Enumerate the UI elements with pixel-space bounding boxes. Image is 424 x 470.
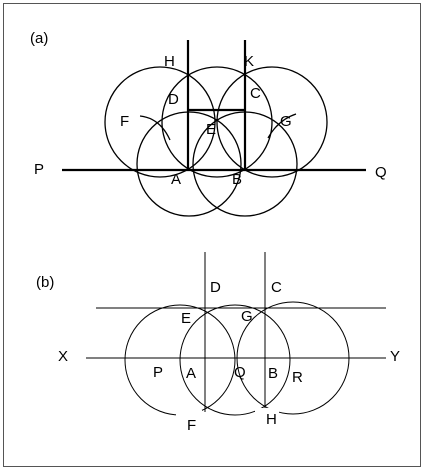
label-a-d: D — [168, 91, 179, 108]
label-a-b: B — [232, 171, 242, 188]
label-a-e: E — [206, 121, 216, 138]
caption-b: (b) — [36, 274, 54, 291]
gap-h — [255, 408, 279, 416]
figure-b-labels: (b) D C E G X Y P A Q B R F H — [36, 274, 400, 434]
label-b-y: Y — [390, 348, 400, 365]
arc-f — [139, 115, 171, 141]
figure-a — [62, 40, 366, 217]
circle-e — [161, 66, 273, 178]
label-b-x: X — [58, 348, 68, 365]
label-a-c: C — [250, 85, 261, 102]
label-a-p: P — [34, 161, 44, 178]
label-b-d: D — [210, 279, 221, 296]
label-b-g: G — [241, 308, 253, 325]
figure-b — [86, 252, 386, 416]
circle-r — [236, 301, 350, 415]
arc-g — [267, 113, 297, 139]
label-a-k: K — [244, 53, 254, 70]
outer-border — [3, 3, 421, 467]
label-a-q: Q — [375, 164, 387, 181]
label-b-c: C — [271, 279, 282, 296]
label-b-e: E — [181, 310, 191, 327]
circle-a — [136, 111, 242, 217]
circle-g — [216, 66, 328, 178]
circle-b — [192, 111, 298, 217]
label-b-p: P — [153, 364, 163, 381]
label-b-a: A — [186, 365, 196, 382]
label-b-h: H — [266, 411, 277, 428]
label-a-a: A — [171, 171, 181, 188]
label-a-g: G — [280, 113, 292, 130]
label-a-f: F — [120, 113, 129, 130]
label-b-f: F — [187, 417, 196, 434]
label-a-h: H — [164, 53, 175, 70]
gap-f — [176, 410, 202, 419]
label-b-q: Q — [234, 364, 246, 381]
label-b-b: B — [268, 365, 278, 382]
figure-a-labels: (a) H K D C F E G P Q A B — [30, 30, 387, 188]
label-b-r: R — [292, 369, 303, 386]
circle-q — [179, 304, 291, 416]
caption-a: (a) — [30, 30, 48, 47]
